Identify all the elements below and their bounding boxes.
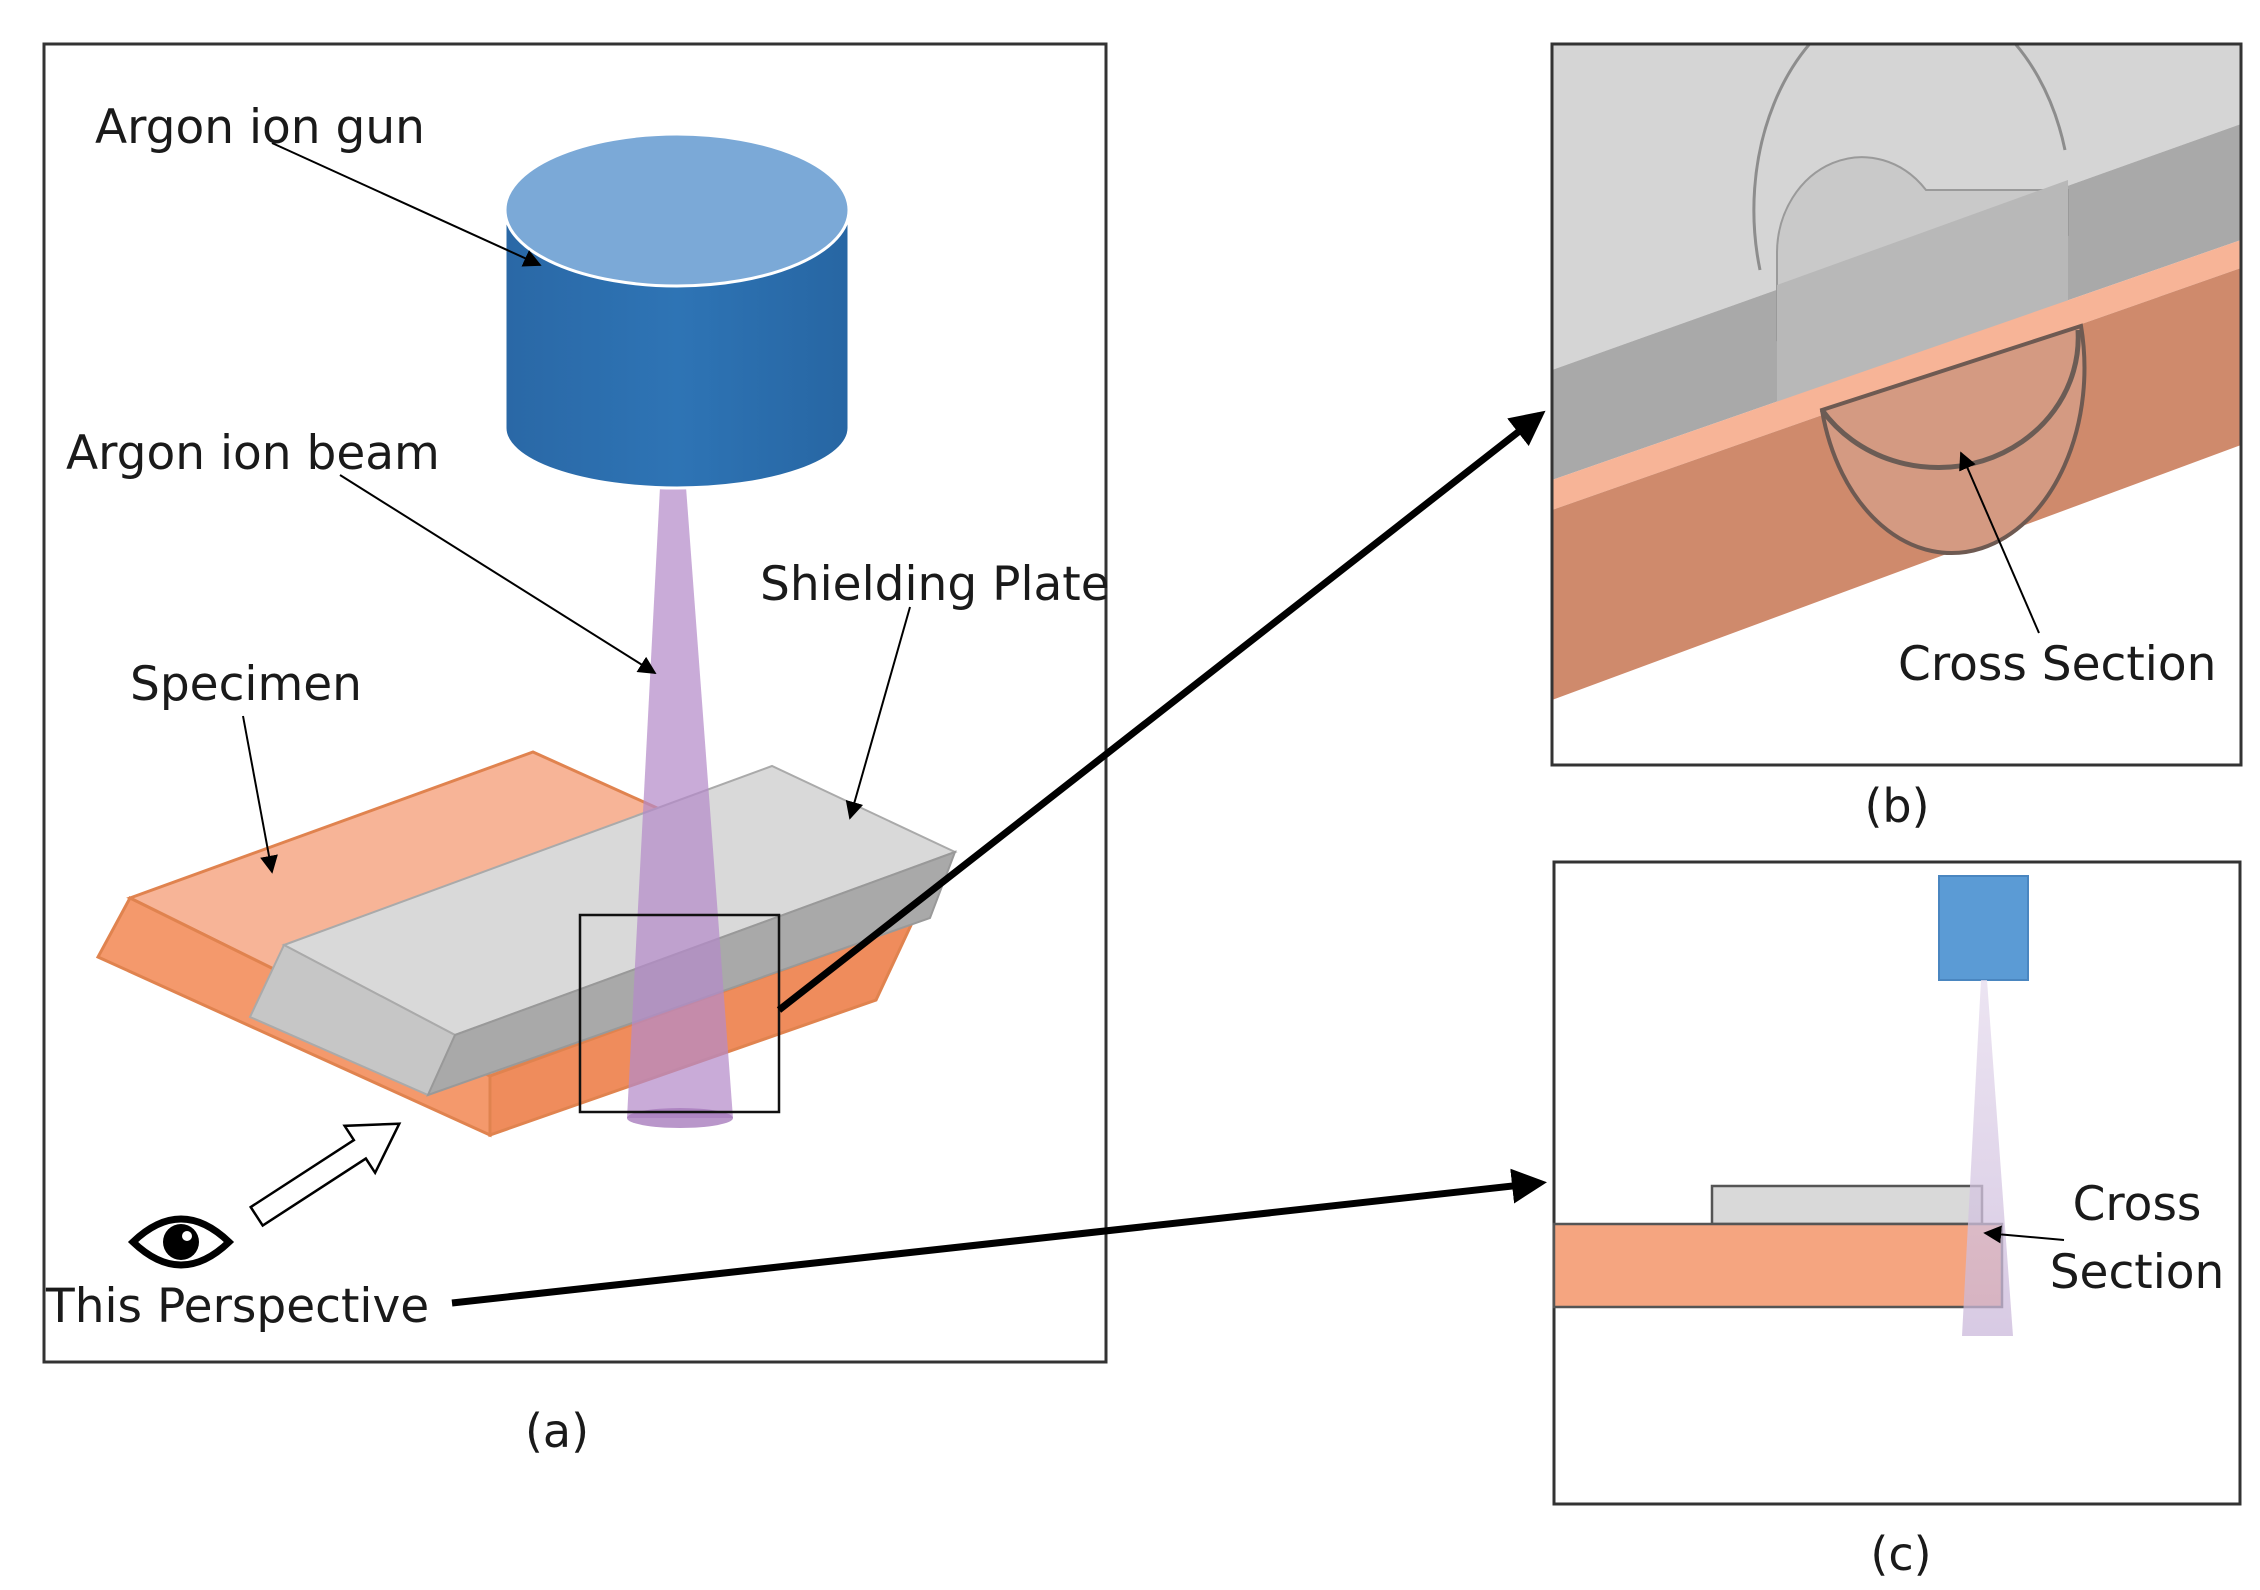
perspective-hollow-arrow (248, 1122, 402, 1228)
cross-section-leader-arrow-c (1983, 1225, 2065, 1244)
ion-beam-label: Argon ion beam (66, 426, 440, 481)
eye-icon (127, 1215, 235, 1269)
shielding-plate-label: Shielding Plate (760, 557, 1110, 612)
panel-a-caption: (a) (525, 1404, 589, 1458)
specimen-label: Specimen (130, 657, 362, 712)
shield-side-view (1710, 1184, 1984, 1226)
panel-b-frame (1550, 42, 2243, 767)
panel-c-frame (1552, 860, 2242, 1506)
zoom-region-box (578, 913, 781, 1114)
cross-section-leader-arrow (1959, 451, 2040, 634)
cross-label-c: Cross (2073, 1177, 2202, 1232)
panel-b-zoomed-view (1552, 44, 2241, 765)
ion-beam-leader-arrow (339, 474, 657, 674)
perspective-label: This Perspective (45, 1279, 429, 1334)
ion-gun-label: Argon ion gun (95, 100, 425, 155)
cross-section-hollow (1819, 323, 2087, 555)
panel-b-caption: (b) (1864, 779, 1929, 833)
panel-c-caption: (c) (1870, 1527, 1931, 1581)
cross-section-label-b: Cross Section (1898, 637, 2216, 692)
argon-ion-gun (503, 132, 851, 490)
specimen-top-edge (1552, 240, 2241, 510)
beam-side-view (1962, 980, 2013, 1336)
ion-gun-leader-arrow (271, 142, 542, 267)
shielding-plate-leader-arrow (845, 606, 911, 820)
panel-a: Argon ion gun Argon ion beam Shielding P… (42, 42, 1110, 1458)
panel-c: Cross Section (c) (1552, 860, 2242, 1581)
zoom-to-panel-b-arrow (776, 410, 1546, 1013)
panel-b: Cross Section (b) (1550, 42, 2243, 833)
gun-square-side-view (1938, 875, 2029, 981)
perspective-to-panel-c-arrow (451, 1168, 1547, 1307)
section-label-c: Section (2050, 1245, 2225, 1300)
specimen-side-view (1552, 1222, 2004, 1309)
panel-a-frame (42, 42, 1108, 1364)
specimen-leader-arrow (242, 715, 278, 874)
